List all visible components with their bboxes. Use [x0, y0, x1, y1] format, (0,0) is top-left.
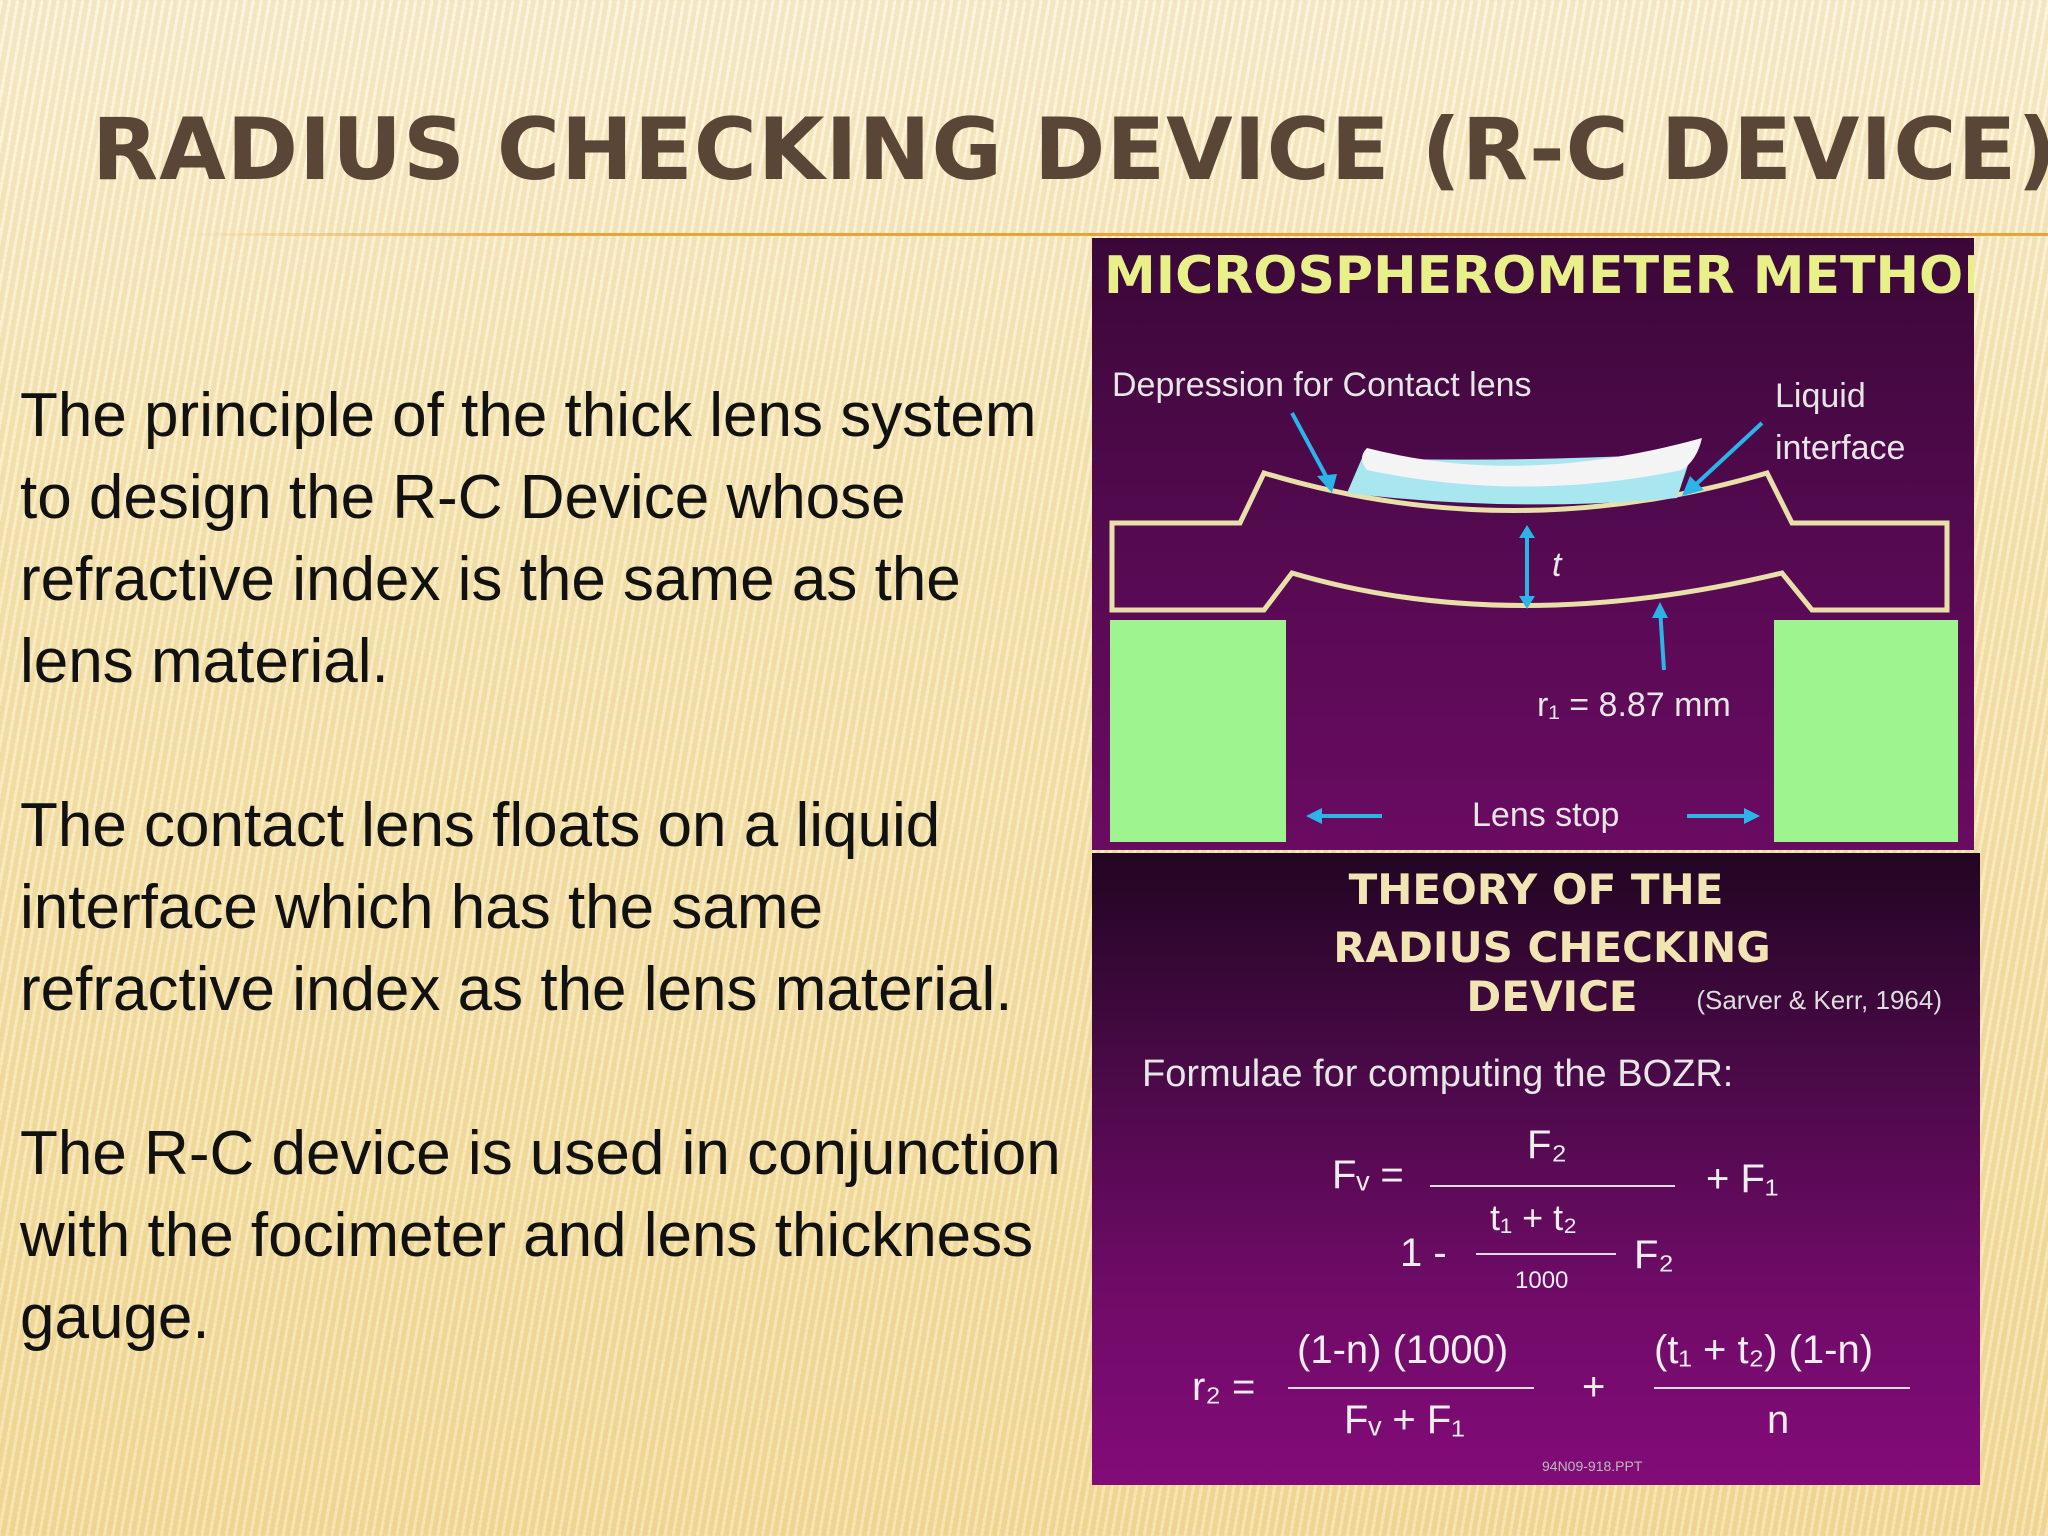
label-thickness: t: [1552, 546, 1562, 584]
lens-stop-right: [1774, 620, 1958, 842]
theory-citation: (Sarver & Kerr, 1964): [1696, 985, 1942, 1015]
formula1-den-1000: 1000: [1515, 1267, 1569, 1294]
label-lens-stop: Lens stop: [1472, 796, 1620, 834]
microspherometer-diagram: MICROSPHEROMETER METHOD Depression for C…: [1092, 238, 1974, 850]
formula2-b-denominator: n: [1767, 1398, 1790, 1442]
slide-title: Radius Checking Device (R-C Device): [92, 100, 2048, 200]
paragraph-liquid-interface: The contact lens floats on a liquid inte…: [20, 791, 1013, 1024]
theory-panel: THEORY OF THE RADIUS CHECKING DEVICE (Sa…: [1092, 853, 1980, 1485]
title-divider: [180, 233, 2048, 236]
liquid-arrow: [1690, 421, 1764, 490]
theory-heading-1: THEORY OF THE: [1348, 865, 1724, 914]
label-radius: r₁ = 8.87 mm: [1537, 686, 1731, 724]
label-liquid-line1: Liquid: [1775, 377, 1866, 415]
lens-stop-left: [1110, 620, 1286, 842]
formula1-den-numerator: t₁ + t₂: [1490, 1197, 1578, 1238]
body-text: The principle of the thick lens system t…: [20, 375, 1080, 1441]
paragraph-principle: The principle of the thick lens system t…: [20, 381, 1037, 696]
formula1-inner-bar: [1476, 1253, 1616, 1255]
formula1-numerator: F₂: [1527, 1123, 1567, 1167]
label-liquid-interface: Liquid interface: [1775, 370, 1905, 474]
contact-lens: [1362, 438, 1702, 487]
formula1-fraction-bar: [1430, 1185, 1675, 1187]
formula2-b-bar: [1654, 1387, 1910, 1389]
formula2-a-numerator: (1-n) (1000): [1297, 1328, 1509, 1372]
label-liquid-line2: interface: [1775, 429, 1906, 467]
formula2-a-bar: [1288, 1387, 1534, 1389]
label-depression: Depression for Contact lens: [1112, 366, 1532, 404]
diagram-drawing: [1109, 412, 1958, 842]
depression-arrow: [1290, 412, 1329, 479]
formula1-den-one: 1 -: [1400, 1231, 1447, 1275]
radius-arrow: [1658, 607, 1666, 671]
slide-footer-code: 94N09-918.PPT: [1542, 1458, 1643, 1474]
theory-subtitle: Formulae for computing the BOZR:: [1142, 1053, 1734, 1095]
paragraph-usage: The R-C device is used in conjunction wi…: [20, 1119, 1061, 1352]
diagram-title: MICROSPHEROMETER METHOD: [1104, 246, 1974, 306]
formula1-den-f2: F₂: [1634, 1233, 1674, 1277]
formula2-b-numerator: (t₁ + t₂) (1-n): [1654, 1328, 1874, 1372]
formula2-plus: +: [1582, 1365, 1606, 1409]
device-body: [1109, 469, 1950, 613]
formula1-rhs: + F₁: [1706, 1157, 1779, 1201]
formula2-lhs: r₂ =: [1192, 1365, 1256, 1409]
formula2-a-denominator: Fᵥ + F₁: [1344, 1398, 1465, 1442]
formula1-lhs: Fᵥ =: [1332, 1153, 1404, 1197]
theory-heading-2: RADIUS CHECKING DEVICE: [1333, 923, 1771, 1021]
